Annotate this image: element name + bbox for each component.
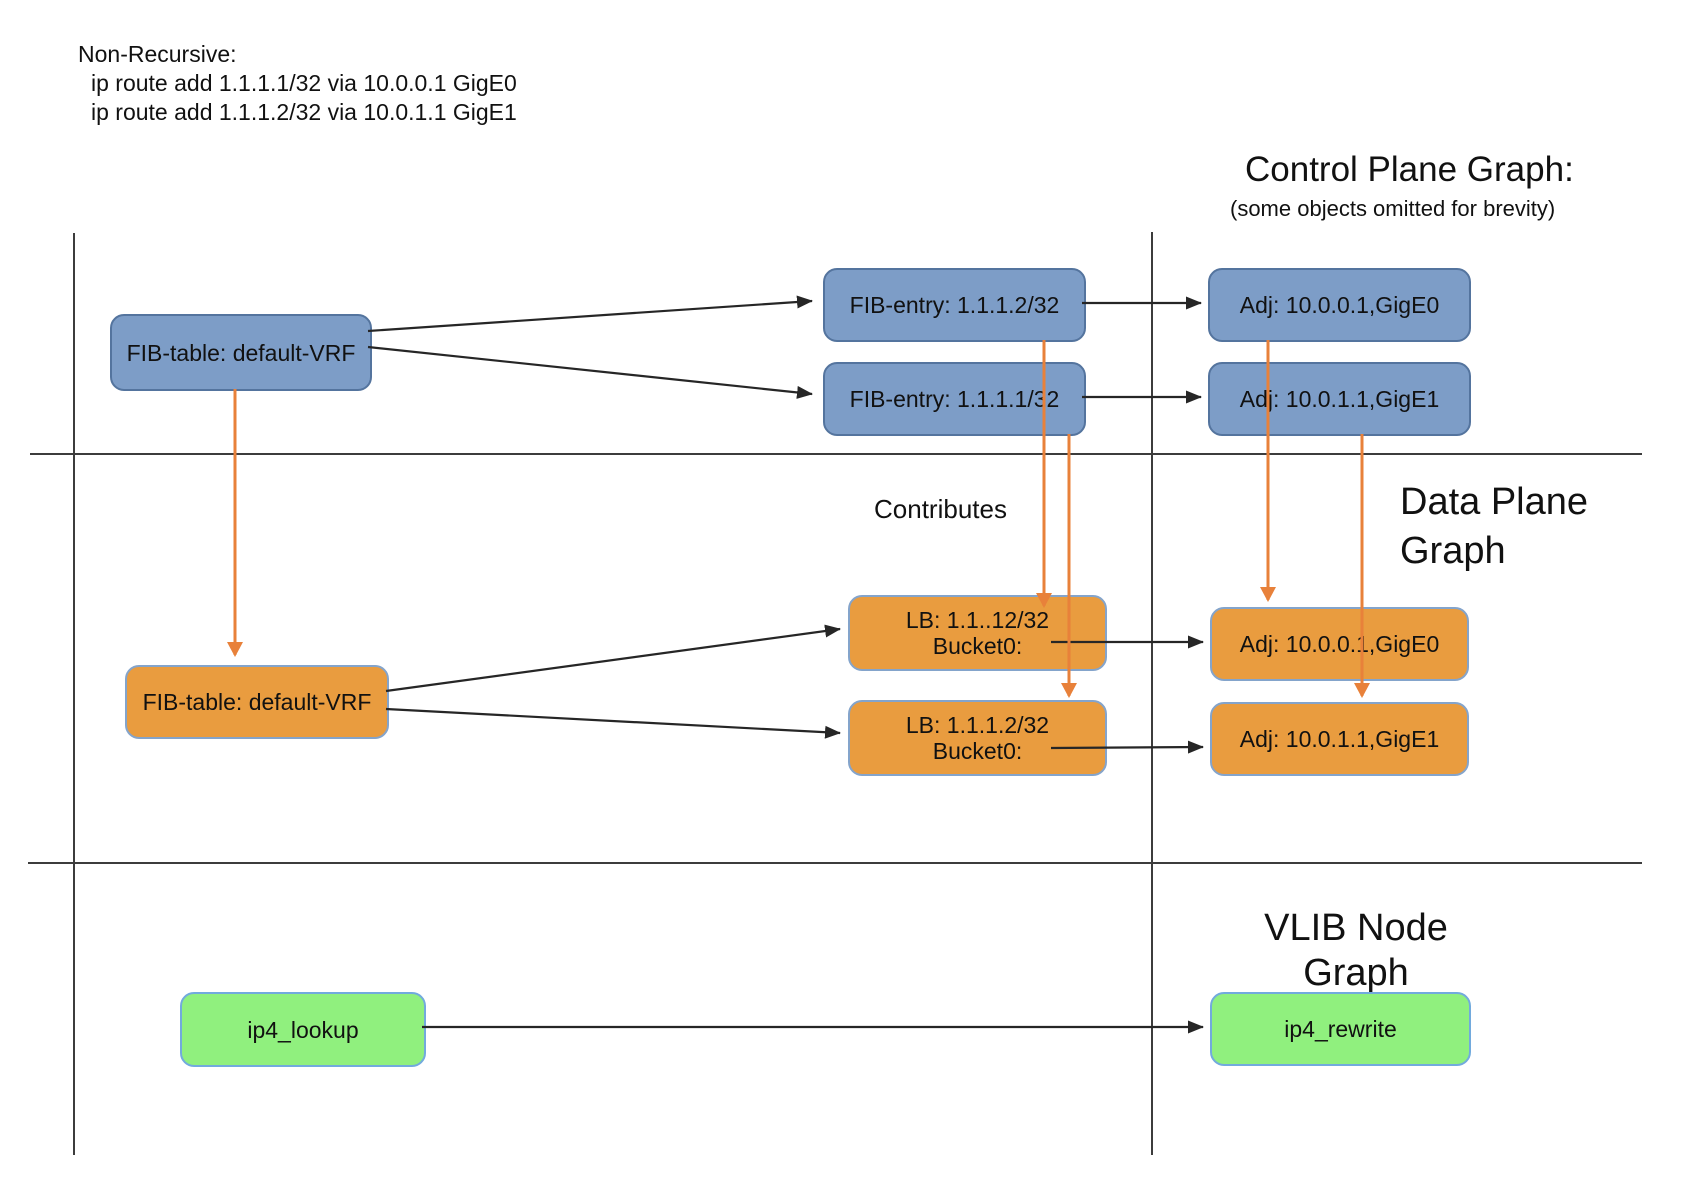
data-plane-title-line1: Data Plane [1400,481,1589,523]
dp-lb-1112-node: LB: 1.1..12/32 Bucket0: [848,595,1107,671]
contributes-label: Contributes [874,494,1007,524]
dp-lb-1122-line2: Bucket0: [932,738,1023,764]
link-cp-fibtable-to-entry-1111 [367,345,813,399]
link-dp-fibtable-to-lb1 [385,624,841,693]
dp-lb-1122-line1: LB: 1.1.1.2/32 [905,712,1050,738]
dp-lb-1122-node: LB: 1.1.1.2/32 Bucket0: [848,700,1107,776]
cp-fib-entry-1111-label: FIB-entry: 1.1.1.1/32 [849,386,1060,412]
dp-fib-table-node: FIB-table: default-VRF [125,665,389,739]
dp-adj-gige1-label: Adj: 10.0.1.1,GigE1 [1239,726,1440,752]
dp-adj-gige1-node: Adj: 10.0.1.1,GigE1 [1210,702,1469,776]
cp-fib-entry-1112-label: FIB-entry: 1.1.1.2/32 [849,292,1060,318]
cp-fib-table-node: FIB-table: default-VRF [110,314,372,391]
control-plane-subtitle: (some objects omitted for brevity) [1230,196,1556,221]
vlib-node-graph-title: VLIB Node Graph [1240,906,1472,996]
dp-fib-table-label: FIB-table: default-VRF [142,689,372,715]
cp-adj-gige1-label: Adj: 10.0.1.1,GigE1 [1239,386,1440,412]
cp-adj-gige1-node: Adj: 10.0.1.1,GigE1 [1208,362,1471,436]
note-line-1: ip route add 1.1.1.1/32 via 10.0.0.1 Gig… [91,70,517,96]
cp-fib-entry-1111-node: FIB-entry: 1.1.1.1/32 [823,362,1086,436]
cp-adj-gige0-label: Adj: 10.0.0.1,GigE0 [1239,292,1440,318]
data-plane-title: Data Plane Graph [1400,478,1588,576]
dp-lb-1112-line2: Bucket0: [932,633,1023,659]
cp-fib-table-label: FIB-table: default-VRF [126,339,356,366]
vlib-ip4-lookup-node: ip4_lookup [180,992,426,1067]
dp-adj-gige0-label: Adj: 10.0.0.1,GigE0 [1239,631,1440,657]
cp-fib-entry-1112-node: FIB-entry: 1.1.1.2/32 [823,268,1086,342]
vlib-title-line2: Graph [1303,952,1409,994]
route-config-note: Non-Recursive: ip route add 1.1.1.1/32 v… [78,40,517,127]
link-dp-fibtable-to-lb2 [385,707,841,739]
note-title: Non-Recursive: [78,41,237,67]
vlib-ip4-rewrite-label: ip4_rewrite [1284,1016,1397,1042]
cp-adj-gige0-node: Adj: 10.0.0.1,GigE0 [1208,268,1471,342]
vlib-ip4-lookup-label: ip4_lookup [247,1016,359,1043]
dp-lb-1112-line1: LB: 1.1..12/32 [905,607,1050,633]
control-plane-title: Control Plane Graph: [1245,150,1574,189]
dp-adj-gige0-node: Adj: 10.0.0.1,GigE0 [1210,607,1469,681]
note-line-2: ip route add 1.1.1.2/32 via 10.0.1.1 Gig… [91,99,517,125]
vlib-ip4-rewrite-node: ip4_rewrite [1210,992,1471,1066]
data-plane-title-line2: Graph [1400,530,1506,572]
vlib-title-line1: VLIB Node [1264,907,1448,949]
link-cp-fibtable-to-entry-1112 [367,295,813,333]
